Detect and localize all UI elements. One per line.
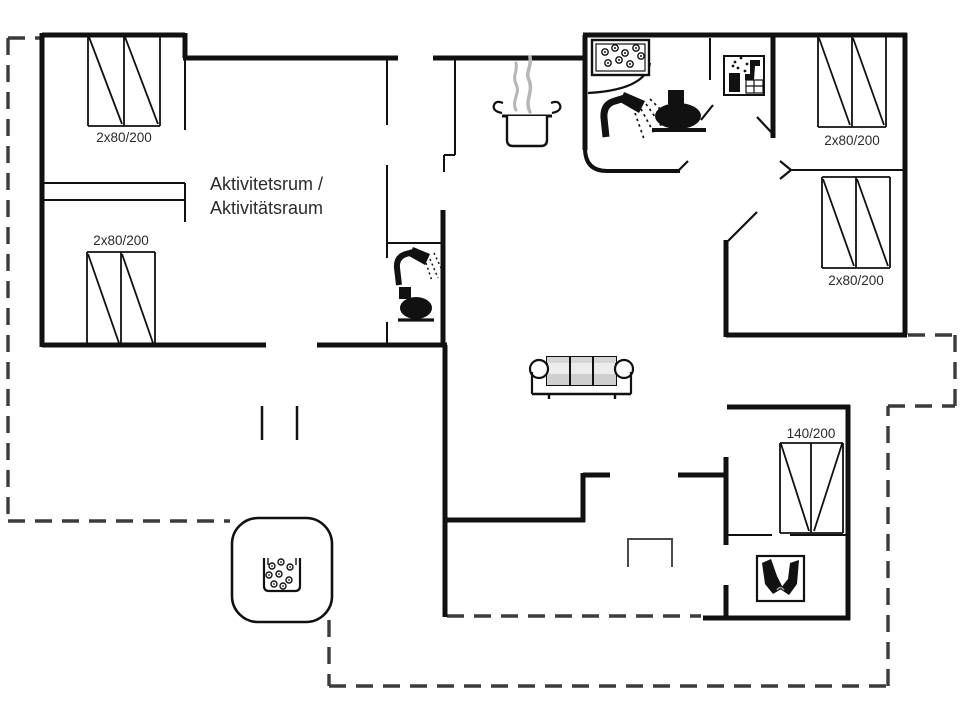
activity-room-line2: Aktivitätsraum: [210, 198, 323, 218]
outdoor-hot-tub-icon: [230, 516, 334, 624]
bed-bottom-right: 140/200: [779, 426, 844, 534]
bathroom-shower-icon: [600, 92, 671, 140]
activity-room-label: Aktivitetsrum / Aktivitätsraum: [210, 174, 323, 218]
bed-right-upper: 2x80/200: [817, 37, 887, 148]
steam-wisp: [526, 55, 533, 114]
bathroom-rounded-wall: [583, 147, 680, 173]
bed-size-label: 2x80/200: [824, 133, 880, 148]
corner-whirlpool-bath-icon: [590, 38, 651, 77]
kitchen-cooking-pot-icon: [492, 55, 562, 148]
terrace-boundary: [6, 36, 957, 688]
interior-walls: [42, 38, 905, 567]
wc-toilet-icon: [398, 287, 434, 322]
terrace-opening-marks: [260, 406, 299, 440]
bed-size-label: 2x80/200: [96, 130, 152, 145]
steam-wisp: [513, 61, 519, 112]
bed-size-label: 2x80/200: [828, 273, 884, 288]
exterior-walls: [39, 32, 908, 621]
sauna-icon: [723, 55, 765, 96]
bed-size-label: 2x80/200: [93, 233, 149, 248]
terrace-step-icon: [627, 538, 673, 567]
boot-storage-icon: [755, 554, 806, 603]
living-room-sofa-icon: [528, 356, 635, 399]
bed-mid-left: 2x80/200: [86, 233, 156, 345]
door-swing-marks: [677, 104, 792, 244]
wc-shower-icon: [393, 247, 443, 286]
activity-room-line1: Aktivitetsrum /: [210, 174, 323, 194]
bed-right-lower: 2x80/200: [821, 176, 891, 288]
bathroom-toilet-icon: [652, 90, 706, 132]
bed-size-label: 140/200: [787, 426, 836, 441]
bed-top-left: 2x80/200: [87, 36, 161, 145]
